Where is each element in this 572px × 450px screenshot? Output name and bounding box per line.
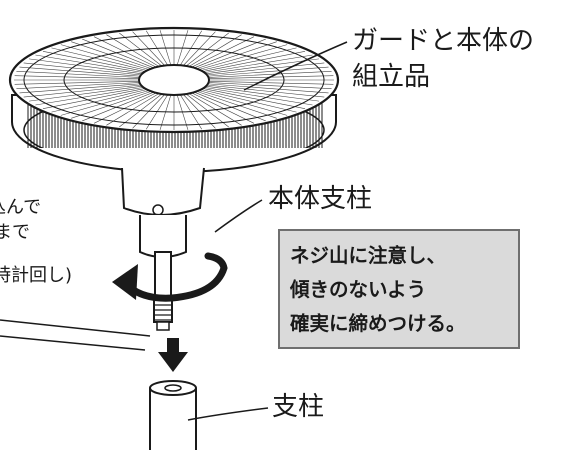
- pole: [149, 380, 197, 450]
- caution-line-3: 確実に締めつける。: [290, 312, 466, 335]
- fan-guard-assembly: [8, 26, 340, 173]
- left-note-line-2: まで: [0, 222, 30, 243]
- caution-line-2: 傾きのないよう: [290, 278, 427, 301]
- body-pole: [139, 215, 187, 331]
- down-arrow: [158, 338, 188, 372]
- guard-inner-ring: [63, 47, 285, 113]
- caution-line-1: ネジ山に注意し、: [290, 244, 447, 267]
- caution-note-box: ネジ山に注意し、 傾きのないよう 確実に締めつける。: [278, 229, 520, 349]
- label-fan-assembly-1: ガードと本体の: [352, 26, 535, 56]
- guard-wires: [14, 30, 334, 130]
- guard-outer-ring: [23, 34, 325, 126]
- label-body-pole: 本体支柱: [268, 184, 373, 214]
- guard-center-hub: [138, 64, 210, 96]
- rotation-arrow: [112, 252, 228, 302]
- left-note-line-3: (時計回し): [0, 265, 73, 286]
- label-fan-assembly-2: 組立品: [352, 62, 431, 92]
- threaded-end: [153, 300, 173, 331]
- body-neck: [121, 167, 205, 216]
- left-note-line-1: 込んで: [0, 197, 42, 218]
- leader-lines: [0, 41, 348, 421]
- label-pole: 支柱: [272, 392, 325, 422]
